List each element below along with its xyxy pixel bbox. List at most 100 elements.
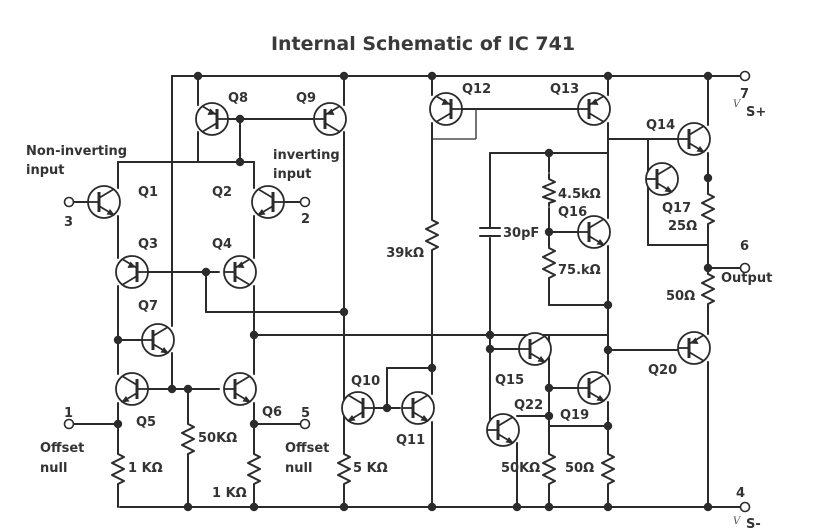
transistor-q17 <box>644 161 680 197</box>
pin-output-number: 6 <box>740 239 749 254</box>
pin-output-name: Output <box>721 271 772 286</box>
transistor-q9 <box>312 101 348 137</box>
transistor-q8 <box>194 101 230 137</box>
pin-vminus-symbol: V <box>733 516 742 527</box>
value-50k-mid: 50KΩ <box>198 431 237 446</box>
pin-vplus-symbol: V <box>733 99 742 110</box>
pin-noninv-number: 3 <box>64 215 73 230</box>
label-q10: Q10 <box>351 374 380 389</box>
resistor-50k-mid <box>181 417 195 459</box>
label-q12: Q12 <box>462 82 491 97</box>
resistor-50k-low <box>542 447 556 489</box>
pin-5-terminal <box>299 418 311 430</box>
label-q22: Q22 <box>514 398 543 413</box>
pin-offset5-name-line2: null <box>285 461 312 476</box>
transistor-q22 <box>485 412 521 448</box>
value-30p: 30pF <box>503 226 539 241</box>
capacitor-30p <box>479 227 501 237</box>
label-q19: Q19 <box>560 408 589 423</box>
transistor-q15 <box>517 331 553 367</box>
value-50-low: 50Ω <box>565 461 594 476</box>
component-value-labels: 39kΩ 30pF 4.5kΩ 75.kΩ 25Ω 50Ω 50KΩ 1 KΩ … <box>128 187 697 501</box>
label-q20: Q20 <box>648 363 677 378</box>
transistor-q16 <box>576 214 612 250</box>
transistor-q11 <box>400 390 436 426</box>
value-50k-low: 50KΩ <box>501 461 540 476</box>
resistor-50-output <box>701 267 715 309</box>
pin-noninv-name-line1: Non-inverting <box>26 144 127 159</box>
value-75k: 75.kΩ <box>558 263 601 278</box>
transistor-q4 <box>222 254 258 290</box>
pin-3-terminal <box>63 196 75 208</box>
label-q16: Q16 <box>558 205 587 220</box>
transistor-q1 <box>86 184 122 220</box>
value-25: 25Ω <box>668 219 697 234</box>
resistor-75k <box>542 241 556 283</box>
label-q5: Q5 <box>136 415 156 430</box>
resistor-5k <box>337 447 351 489</box>
transistor-q3 <box>114 254 150 290</box>
value-39k: 39kΩ <box>386 246 424 261</box>
pin-inv-number: 2 <box>301 212 310 227</box>
pin-vminus-name: S- <box>746 517 761 532</box>
transistor-symbols <box>86 91 712 448</box>
label-q11: Q11 <box>396 433 425 448</box>
transistor-q10 <box>340 390 376 426</box>
value-4-5k: 4.5kΩ <box>558 187 601 202</box>
pin-offset5-number: 5 <box>301 406 310 421</box>
page-title: Internal Schematic of IC 741 <box>271 33 575 55</box>
transistor-q2 <box>250 184 286 220</box>
label-q2: Q2 <box>212 185 232 200</box>
label-q15: Q15 <box>495 373 524 388</box>
transistor-q5 <box>114 371 150 407</box>
pin-4-terminal <box>739 501 751 513</box>
resistor-25 <box>701 187 715 229</box>
label-q6: Q6 <box>262 405 282 420</box>
pin-offset5-name-line1: Offset <box>285 441 329 456</box>
pin-1-terminal <box>63 418 75 430</box>
label-q14: Q14 <box>646 118 675 133</box>
label-q9: Q9 <box>296 91 316 106</box>
transistor-q6 <box>222 371 258 407</box>
pin-vplus-number: 7 <box>740 87 749 102</box>
label-q7: Q7 <box>138 299 158 314</box>
transistor-q19 <box>576 370 612 406</box>
pin-7-terminal <box>739 70 751 82</box>
transistor-labels: Q8 Q9 Q1 Q2 Q3 Q4 Q7 Q5 Q6 Q10 Q11 Q12 Q… <box>136 82 691 448</box>
label-q1: Q1 <box>138 185 158 200</box>
transistor-q7 <box>140 322 176 358</box>
pin-offset1-number: 1 <box>64 406 73 421</box>
resistor-39k <box>425 213 439 255</box>
label-q13: Q13 <box>550 82 579 97</box>
transistor-q14 <box>676 121 712 157</box>
label-q4: Q4 <box>212 237 232 252</box>
pin-6-terminal <box>739 262 751 274</box>
pin-inv-name-line2: input <box>273 167 312 182</box>
pin-labels: Non-inverting input 3 inverting input 2 … <box>26 87 772 532</box>
value-1k-left: 1 KΩ <box>128 461 163 476</box>
pin-2-terminal <box>299 196 311 208</box>
transistor-q13 <box>576 91 612 127</box>
pin-vminus-number: 4 <box>736 486 745 501</box>
resistor-4-5k <box>542 173 556 207</box>
label-q3: Q3 <box>138 237 158 252</box>
transistor-q12 <box>428 91 464 127</box>
label-q8: Q8 <box>228 91 248 106</box>
value-1k-right: 1 KΩ <box>212 486 247 501</box>
resistor-1k-left <box>111 447 125 489</box>
resistor-1k-right <box>247 447 261 489</box>
pin-terminals <box>63 70 751 513</box>
pin-inv-name-line1: inverting <box>273 148 340 163</box>
pin-noninv-name-line2: input <box>26 163 65 178</box>
transistor-q20 <box>676 330 712 366</box>
pin-offset1-name-line1: Offset <box>40 441 84 456</box>
label-q17: Q17 <box>662 201 691 216</box>
pin-vplus-name: S+ <box>746 105 766 120</box>
passive-components <box>111 173 715 489</box>
pin-offset1-name-line2: null <box>40 461 67 476</box>
junction-dots <box>113 71 713 512</box>
value-50-output: 50Ω <box>666 289 695 304</box>
resistor-50-low <box>601 447 615 489</box>
value-5k: 5 KΩ <box>353 461 388 476</box>
